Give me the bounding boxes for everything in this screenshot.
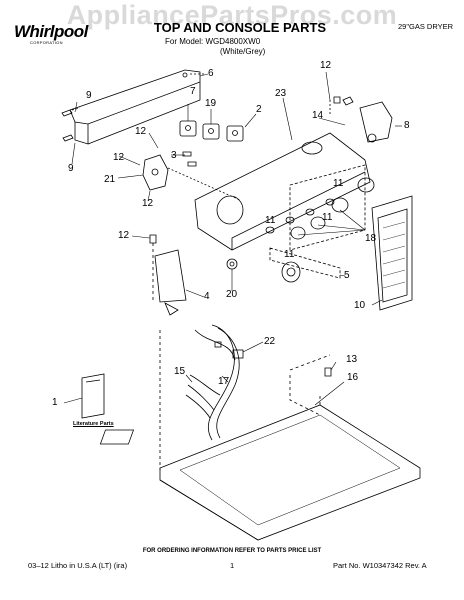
part-6-console-bracket xyxy=(69,69,201,145)
callout-19: 19 xyxy=(205,98,217,109)
callout-3: 3 xyxy=(171,150,177,161)
callout-4: 4 xyxy=(204,291,210,302)
callout-17: 17 xyxy=(218,376,230,387)
part-19-switch xyxy=(202,123,220,140)
callout-16: 16 xyxy=(347,372,359,383)
callout-11-b: 11 xyxy=(265,215,276,226)
part-4-side-bracket xyxy=(154,249,187,316)
footer-part-number: Part No. W10347342 Rev. A xyxy=(333,561,427,570)
part-3-screws xyxy=(182,151,197,167)
callout-14: 14 xyxy=(312,110,324,121)
callout-5: 5 xyxy=(344,270,350,281)
callout-11-a: 11 xyxy=(333,178,344,189)
part-22-wire-harness xyxy=(185,324,244,441)
callout-9-lower: 9 xyxy=(68,163,74,174)
part-21-bracket xyxy=(142,154,169,191)
part-2-switch xyxy=(226,125,244,142)
part-20-bushing xyxy=(226,258,238,270)
part-12-screws xyxy=(149,96,341,244)
callout-12-c: 12 xyxy=(142,198,154,209)
part-16-top-panel xyxy=(99,404,421,541)
callout-15: 15 xyxy=(174,366,186,377)
logo-tagline: CORPORATION xyxy=(30,40,63,45)
watermark: AppliancePartsPros.com xyxy=(66,0,398,30)
callout-11-d: 11 xyxy=(284,249,295,260)
callout-11-c: 11 xyxy=(322,212,333,223)
part-8-end-cap xyxy=(342,96,393,143)
callout-12-d: 12 xyxy=(118,230,130,241)
color-line: (White/Grey) xyxy=(220,47,266,56)
page-title: TOP AND CONSOLE PARTS xyxy=(153,20,327,35)
part-5-timer-knob xyxy=(281,261,301,283)
callout-2: 2 xyxy=(256,104,262,115)
model-line: For Model: WGD4800XW0 xyxy=(165,37,261,46)
callout-9-upper: 9 xyxy=(86,90,92,101)
footer-page-number: 1 xyxy=(230,561,235,570)
part-23-console xyxy=(194,132,371,251)
callout-21: 21 xyxy=(104,174,116,185)
part-7-switch xyxy=(179,120,197,137)
callout-13: 13 xyxy=(346,354,358,365)
callout-8: 8 xyxy=(404,120,410,131)
callout-18: 18 xyxy=(365,233,377,244)
callout-23: 23 xyxy=(275,88,287,99)
product-type: 29"GAS DRYER xyxy=(398,22,454,31)
callout-12-top: 12 xyxy=(320,60,332,71)
part-1-literature xyxy=(81,373,105,419)
part-10-lint-screen xyxy=(371,195,413,311)
whirlpool-logo: Whirlpool xyxy=(14,22,88,41)
callout-12-a: 12 xyxy=(135,126,147,137)
callout-22: 22 xyxy=(264,336,276,347)
callout-1: 1 xyxy=(52,397,58,408)
literature-parts-label: Literature Parts xyxy=(73,421,114,427)
part-18-knobs xyxy=(290,177,375,240)
part-13-screw xyxy=(324,367,332,377)
footer-litho: 03–12 Litho in U.S.A (LT) (ira) xyxy=(28,561,128,570)
part-9-screws xyxy=(61,109,74,142)
ordering-info: FOR ORDERING INFORMATION REFER TO PARTS … xyxy=(142,548,322,554)
callout-20: 20 xyxy=(226,289,238,300)
callout-6: 6 xyxy=(208,68,214,79)
callout-10: 10 xyxy=(354,300,366,311)
callout-12-b: 12 xyxy=(113,152,125,163)
callout-7: 7 xyxy=(190,86,196,97)
